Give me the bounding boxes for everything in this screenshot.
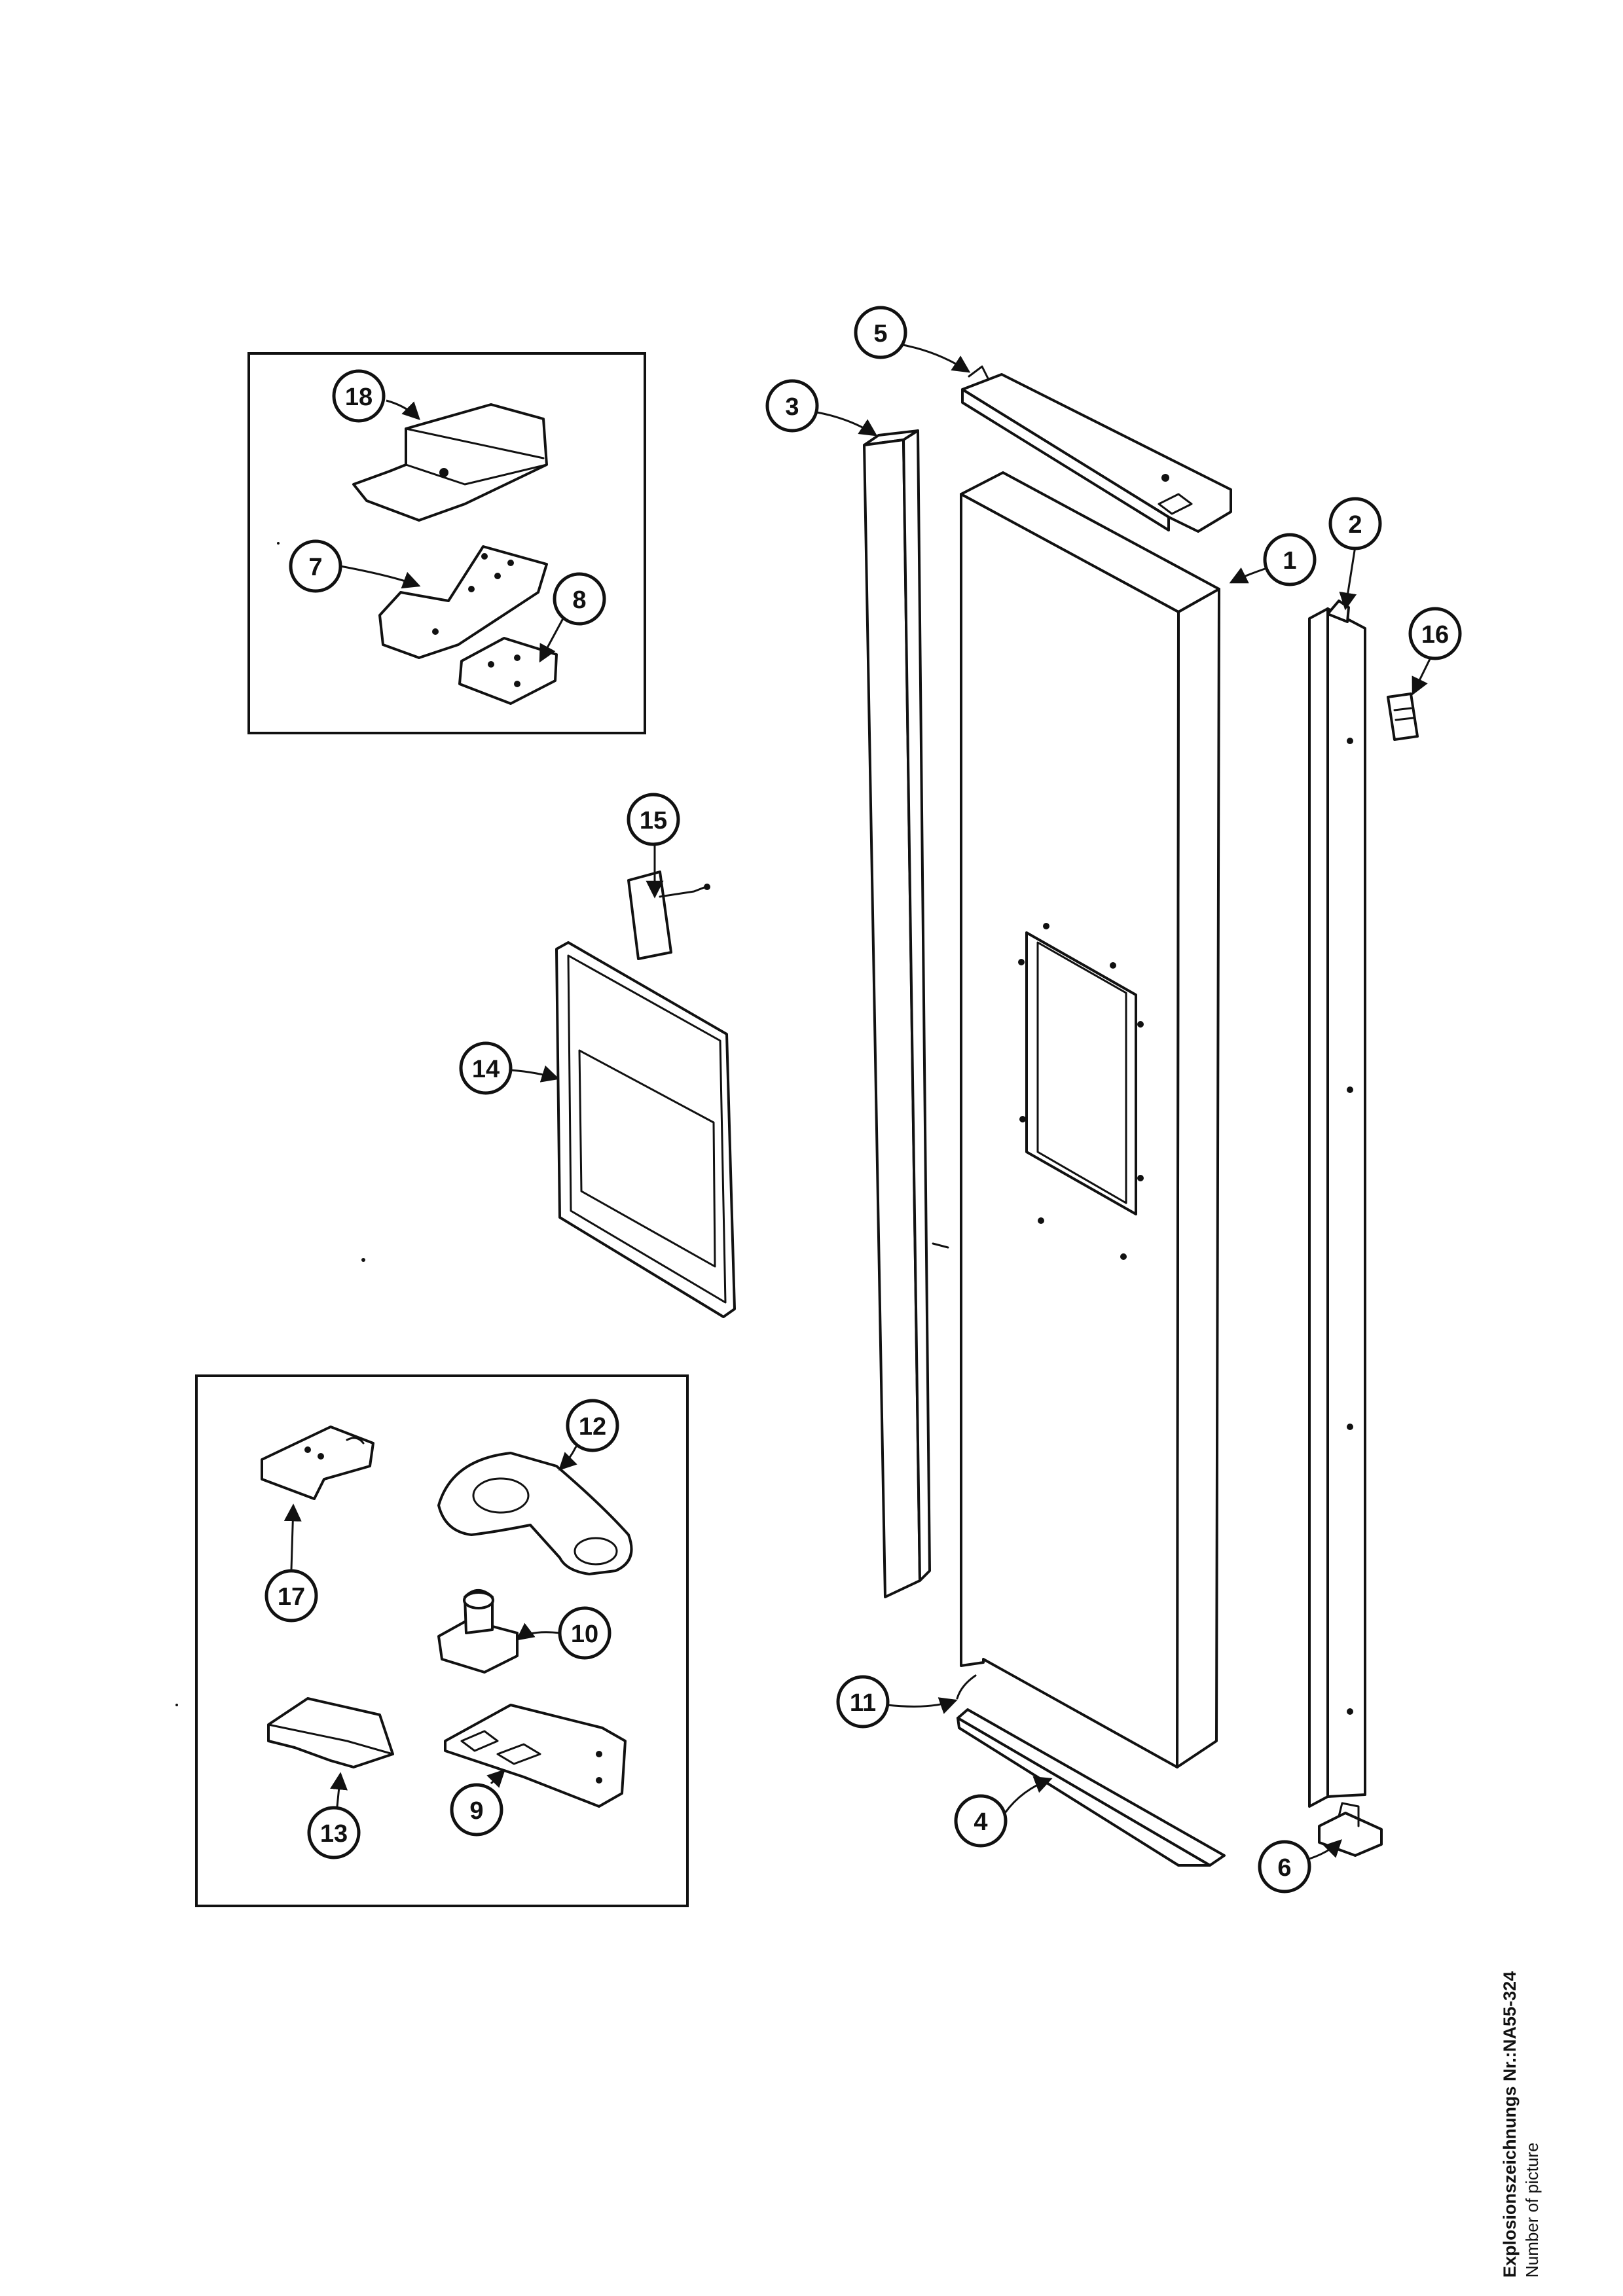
right-trim-part — [1308, 600, 1366, 1808]
hinge-plate-part — [437, 1452, 633, 1575]
switch-module-part — [627, 870, 710, 960]
shim-plate-part — [458, 637, 558, 705]
callout-12: 12 — [566, 1399, 619, 1452]
top-hinge-inset-frame — [247, 352, 646, 734]
callout-4: 4 — [954, 1794, 1008, 1848]
bottom-hinge-bracket-part — [444, 1704, 627, 1808]
top-cap-part — [961, 365, 1232, 533]
svg-text:15: 15 — [640, 807, 667, 834]
svg-text:6: 6 — [1277, 1854, 1291, 1882]
top-hinge-bracket-part — [378, 545, 548, 659]
spring-clip-part — [956, 1674, 977, 1700]
callout-7: 7 — [289, 539, 342, 593]
bottom-hinge-cover-part — [267, 1697, 394, 1768]
callout-1: 1 — [1263, 533, 1317, 586]
callout-6: 6 — [1258, 1840, 1311, 1893]
svg-text:11: 11 — [850, 1689, 876, 1717]
bottom-hinge-inset-frame — [195, 1374, 689, 1907]
small-bracket-part — [1387, 692, 1419, 741]
hinge-cover-part — [352, 403, 548, 522]
callout-18: 18 — [332, 369, 386, 423]
svg-text:1: 1 — [1283, 547, 1296, 575]
svg-text:18: 18 — [345, 384, 373, 411]
svg-text:16: 16 — [1421, 621, 1449, 649]
svg-text:9: 9 — [469, 1797, 483, 1825]
callout-10: 10 — [558, 1606, 611, 1660]
picture-number-title: Explosionszeichnungs Nr.:NA55-324 — [1500, 1971, 1520, 2278]
callout-2: 2 — [1328, 497, 1382, 550]
bottom-trim-part — [957, 1708, 1226, 1867]
callout-8: 8 — [553, 572, 606, 626]
svg-text:14: 14 — [472, 1056, 500, 1083]
hinge-pin-part — [437, 1589, 519, 1674]
picture-number-caption: Explosionszeichnungs Nr.:NA55-324 Number… — [1499, 1971, 1542, 2278]
door-panel-part — [932, 471, 1220, 1768]
callout-17: 17 — [264, 1569, 318, 1623]
left-trim-part — [863, 429, 931, 1598]
callout-16: 16 — [1408, 607, 1462, 660]
svg-text:17: 17 — [278, 1583, 305, 1611]
svg-text:5: 5 — [873, 320, 887, 348]
svg-text:3: 3 — [785, 393, 799, 421]
svg-text:13: 13 — [320, 1820, 348, 1848]
bottom-hinge-block-part — [1318, 1802, 1383, 1857]
callout-5: 5 — [854, 306, 907, 359]
svg-text:4: 4 — [974, 1808, 987, 1836]
small-hinge-bracket-part — [261, 1426, 374, 1500]
svg-text:8: 8 — [572, 586, 586, 614]
callout-3: 3 — [765, 379, 819, 433]
callout-15: 15 — [627, 793, 680, 846]
picture-number-subtitle: Number of picture — [1522, 2142, 1542, 2278]
svg-text:10: 10 — [571, 1621, 598, 1648]
leader-lines — [283, 342, 1432, 1860]
callout-13: 13 — [307, 1806, 361, 1859]
callout-9: 9 — [450, 1783, 503, 1837]
callout-14: 14 — [459, 1041, 513, 1095]
svg-text:7: 7 — [308, 554, 322, 581]
svg-text:2: 2 — [1348, 511, 1362, 539]
dispenser-frame-part — [555, 941, 736, 1318]
svg-text:12: 12 — [579, 1413, 606, 1441]
callout-11: 11 — [836, 1675, 890, 1729]
